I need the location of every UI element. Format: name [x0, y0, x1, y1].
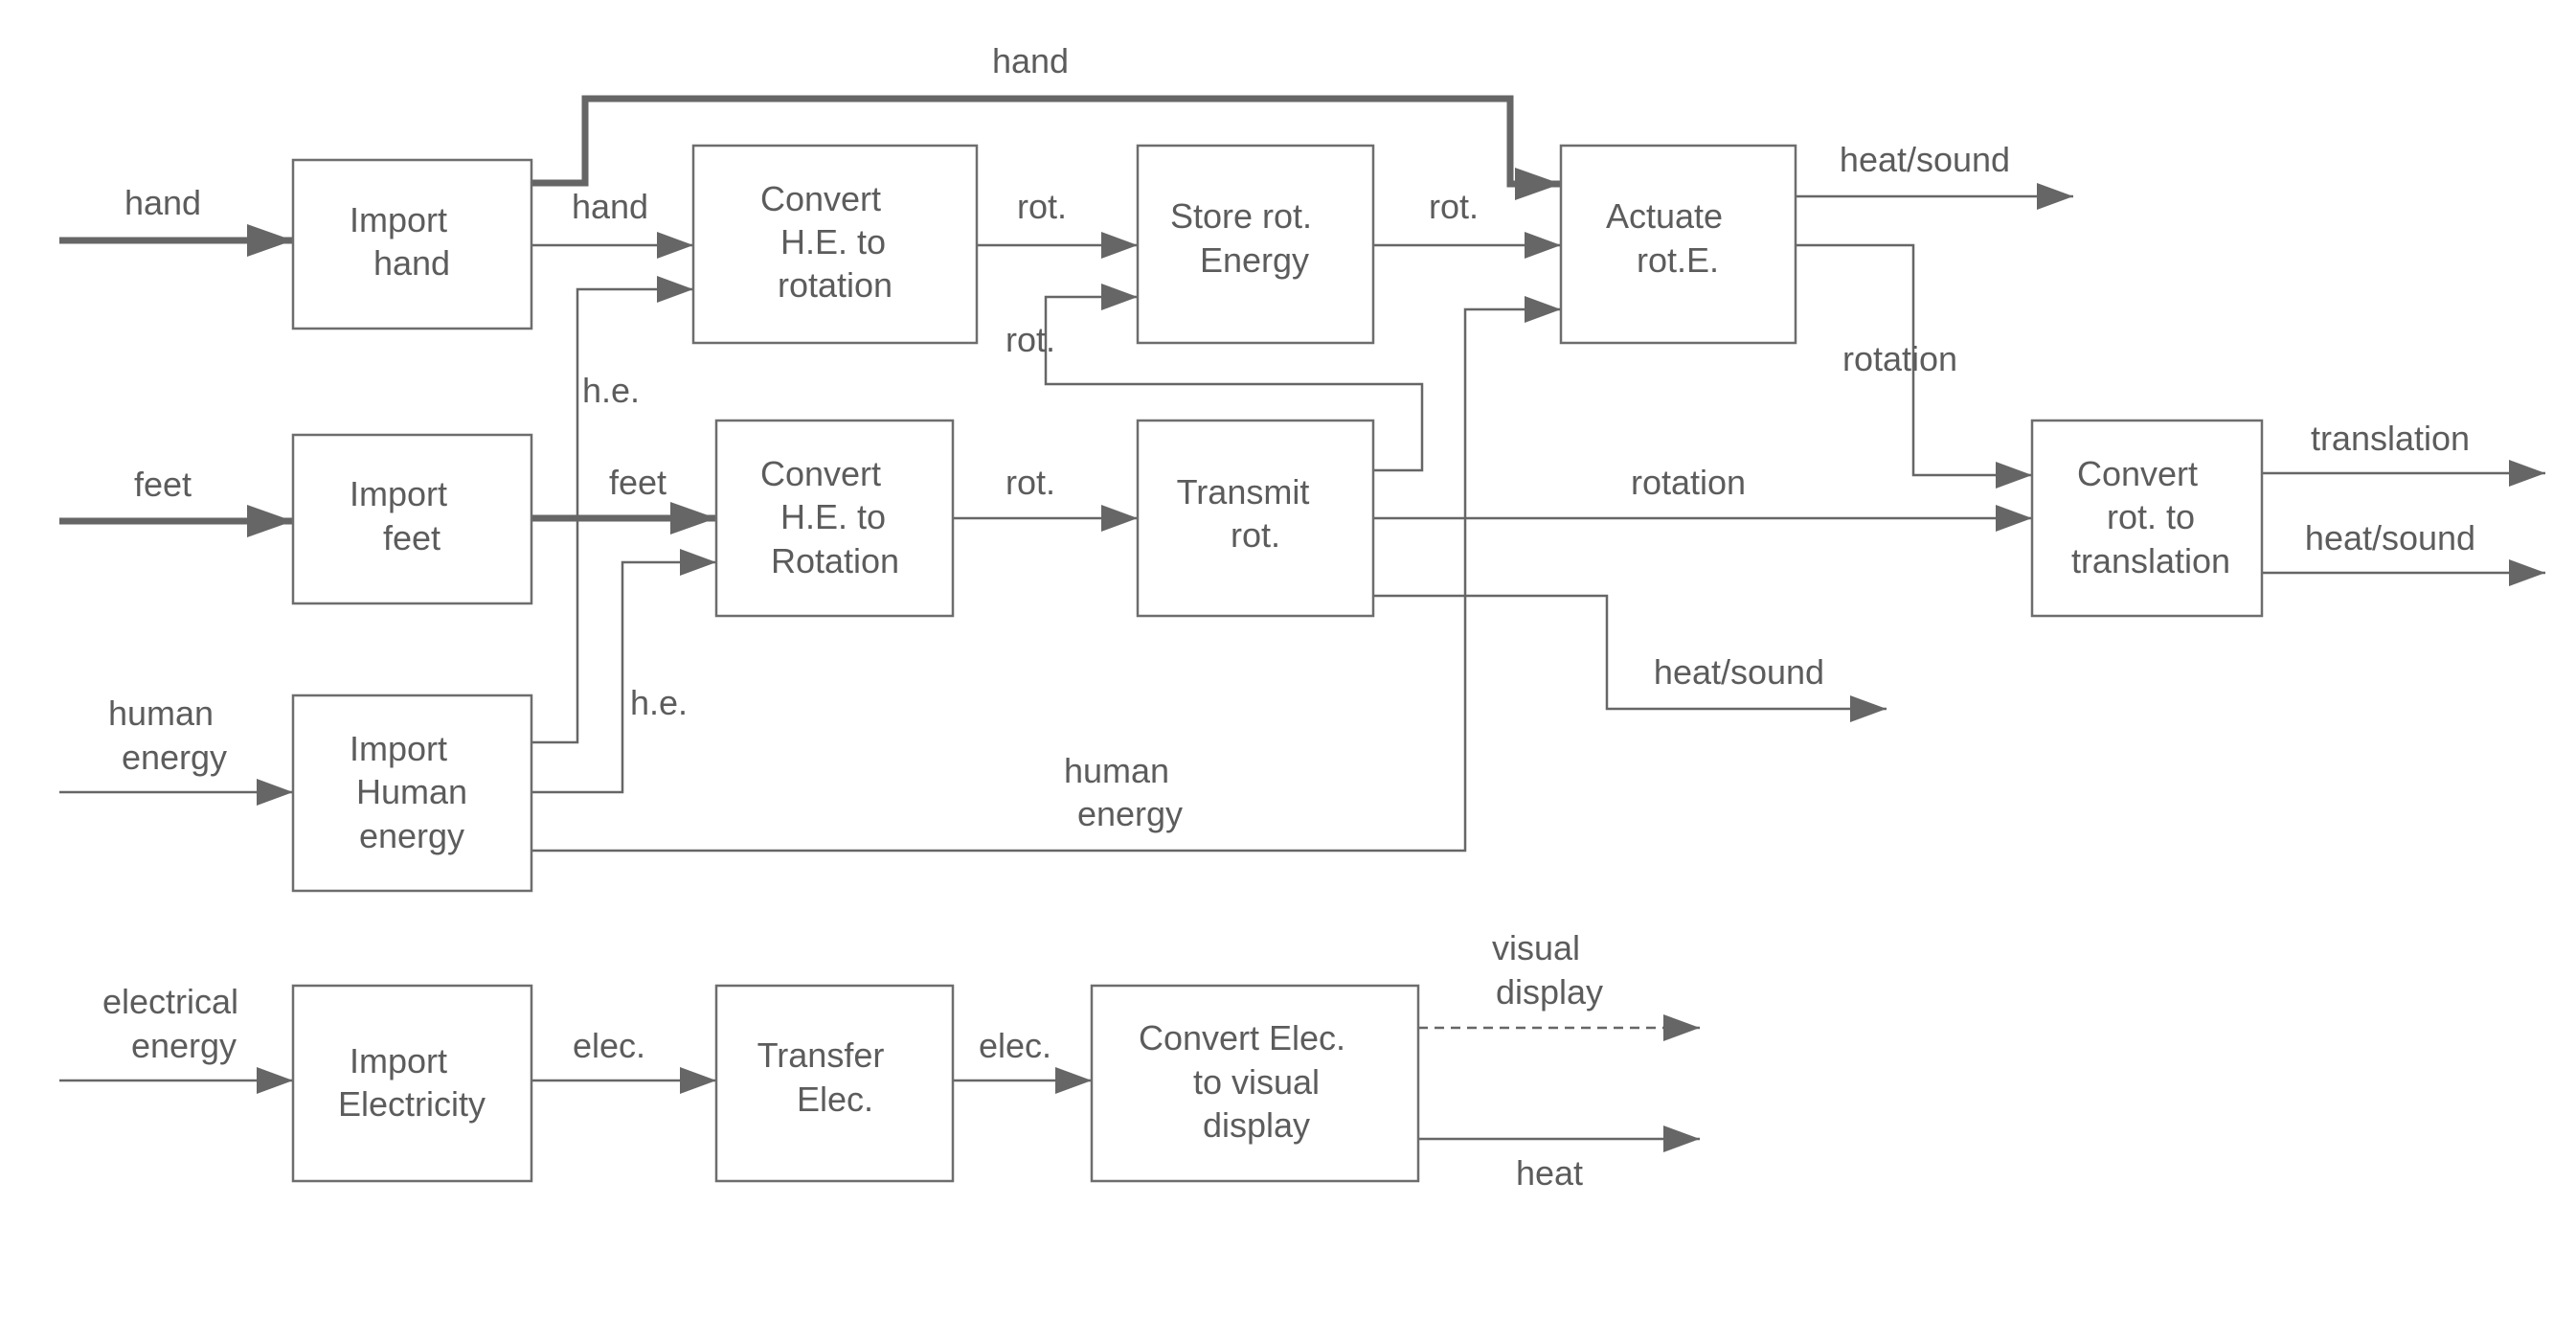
label-rot-convert-store: rot. — [1017, 187, 1067, 226]
label-hand-to-convert: hand — [572, 187, 648, 226]
label-he-top: h.e. — [582, 371, 640, 410]
label-feet-in: feet — [134, 465, 192, 504]
he-mid-arrow — [531, 549, 716, 794]
svg-text:Store rot.Energy: Store rot.Energy — [1170, 196, 1312, 280]
rot-feedback-arrow — [1044, 284, 1424, 472]
label-rot-feedback: rot. — [1006, 320, 1055, 359]
label-rot-store-actuate: rot. — [1429, 187, 1479, 226]
label-feet-to-convert: feet — [609, 463, 667, 502]
label-heat-sound-actuate: heat/sound — [1840, 140, 2010, 179]
label-rot-convert-transmit: rot. — [1006, 463, 1055, 502]
label-translation: translation — [2311, 419, 2470, 458]
block-store-rot-energy: Store rot.Energy — [1136, 144, 1375, 345]
label-elec-2: elec. — [979, 1026, 1051, 1065]
label-heat-sound-transmit: heat/sound — [1654, 652, 1824, 692]
heat-sound-transmit-arrow — [1373, 594, 1887, 722]
label-heat-sound-translation: heat/sound — [2305, 518, 2475, 557]
label-hand-top: hand — [992, 41, 1069, 80]
label-rotation-actuate: rotation — [1842, 339, 1957, 378]
rotation-actuate-arrow — [1796, 243, 2032, 489]
human-energy-actuate-arrow — [531, 296, 1561, 853]
hand-top-arrow — [531, 95, 1561, 200]
label-hand-in: hand — [124, 183, 201, 222]
label-elec-1: elec. — [573, 1026, 645, 1065]
label-rotation-transmit: rotation — [1631, 463, 1746, 502]
label-heat: heat — [1516, 1153, 1583, 1193]
label-he-mid: h.e. — [630, 683, 688, 722]
